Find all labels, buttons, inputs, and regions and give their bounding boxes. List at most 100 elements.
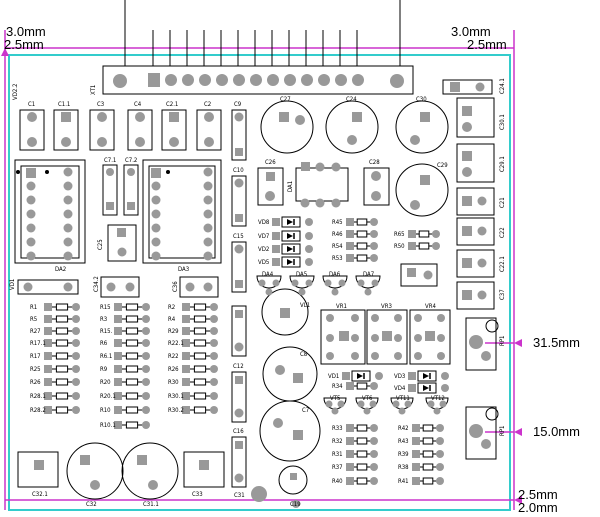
label-c1-1: C1.1 bbox=[58, 101, 70, 108]
resistor-top-2-label: R54 bbox=[332, 243, 343, 250]
resistor-bottom-b-2-label: R39 bbox=[398, 451, 409, 458]
resistor-bottom-a-3: R31 bbox=[332, 450, 378, 458]
resistor-c-2-label: R29 bbox=[168, 328, 179, 335]
label-c30: C30 bbox=[416, 96, 427, 103]
label-vr1: VR1 bbox=[336, 303, 347, 310]
label-c30-1: C30.1 bbox=[499, 114, 506, 130]
resistor-c-4-label: R22 bbox=[168, 353, 179, 360]
dim-top-left-inner: 2.5mm bbox=[4, 37, 44, 52]
label-da7: DA7 bbox=[363, 271, 374, 278]
diode-mid-1-label: VD3 bbox=[394, 373, 405, 380]
resistor-a-8: R28.2 bbox=[30, 406, 80, 414]
label-c8: C8 bbox=[300, 351, 308, 358]
dimension-lines bbox=[4, 30, 515, 510]
label-c31: C32 bbox=[86, 501, 97, 508]
label-c28: C28 bbox=[369, 159, 380, 166]
resistor-a-4: R17 bbox=[30, 352, 80, 360]
resistor-b-5: R9 bbox=[100, 365, 150, 373]
resistor-top-1-label: R46 bbox=[332, 231, 343, 238]
resistor-top-0: R45 bbox=[332, 218, 378, 226]
resistor-top-1: R46 bbox=[332, 230, 378, 238]
resistor-a-0-label: R1 bbox=[30, 304, 37, 311]
resistor-a-1: R5 bbox=[30, 315, 80, 323]
top-caps bbox=[19, 109, 222, 151]
resistor-top-0-label: R45 bbox=[332, 219, 343, 226]
resistor-bottom-b-4-label: R41 bbox=[398, 478, 409, 485]
resistor-a-8-label: R28.2 bbox=[30, 407, 46, 414]
label-c21: C21 bbox=[499, 197, 506, 208]
resistor-b-7-label: R20.1 bbox=[100, 393, 116, 400]
resistor-b-0: R15 bbox=[100, 303, 150, 311]
label-c22-1: C22.1 bbox=[499, 256, 506, 272]
resistor-bottom-a-0-label: R34 bbox=[332, 383, 343, 390]
label-vt11: VT11 bbox=[396, 395, 410, 402]
label-c32: C31.1 bbox=[143, 501, 159, 508]
resistor-a-2-label: R27 bbox=[30, 328, 41, 335]
diode-mid-0-label: VD1 bbox=[328, 373, 339, 380]
label-c12: C16 bbox=[233, 428, 244, 435]
label-c25: C25 bbox=[97, 239, 104, 250]
resistor-bottom-b-3-label: R38 bbox=[398, 464, 409, 471]
diode-top-1-label: VD7 bbox=[258, 233, 269, 240]
label-da2: DA2 bbox=[55, 266, 66, 273]
diode-mid-2-label: VD4 bbox=[394, 385, 406, 392]
dim-bottom-lower: 2.0mm bbox=[518, 500, 558, 515]
resistor-c-1-label: R4 bbox=[168, 316, 176, 323]
resistor-bottom-a-1-label: R33 bbox=[332, 425, 343, 432]
resistor-bottom-b-4: R41 bbox=[398, 477, 444, 485]
resistor-b-8: R10 bbox=[100, 406, 150, 414]
resistor-b-7: R20.1 bbox=[100, 392, 150, 400]
diode-mid-1: VD3 bbox=[394, 370, 449, 382]
resistor-top-3-label: R53 bbox=[332, 255, 343, 262]
resistor-c-0: R2 bbox=[168, 303, 218, 311]
dim-top-left-outer: 3.0mm bbox=[6, 24, 46, 39]
label-c2: C2 bbox=[204, 101, 211, 108]
resistor-bottom-a-5-label: R40 bbox=[332, 478, 343, 485]
resistor-c-7-label: R30.1 bbox=[168, 393, 184, 400]
resistor-b-1-label: R3 bbox=[100, 316, 107, 323]
label-c26: C26 bbox=[265, 159, 276, 166]
resistor-bottom-b-1: R43 bbox=[398, 437, 444, 445]
dim-top-right-outer: 3.0mm bbox=[451, 24, 491, 39]
resistor-a-2: R27 bbox=[30, 327, 80, 335]
label-c16: C31 bbox=[234, 492, 245, 499]
ic-da3 bbox=[142, 159, 222, 264]
label-vd2-2: VD2.2 bbox=[12, 84, 19, 100]
resistor-rows: R1R5R27R17.1R17R25R26R28.1R28.2R15R3R15.… bbox=[30, 218, 444, 485]
resistor-a-6-label: R26 bbox=[30, 379, 41, 386]
resistor-a-0: R1 bbox=[30, 303, 80, 311]
resistor-b-3-label: R6 bbox=[100, 340, 108, 347]
dim-right-lower: 15.0mm bbox=[533, 424, 580, 439]
resistor-bottom-a-4-label: R37 bbox=[332, 464, 343, 471]
resistor-b-8-label: R10 bbox=[100, 407, 111, 414]
resistor-b-5-label: R9 bbox=[100, 366, 108, 373]
resistor-bottom-a-1: R33 bbox=[332, 424, 378, 432]
label-vl1: VL1 bbox=[300, 302, 310, 309]
label-c34-2: C36 bbox=[172, 281, 179, 292]
diode-top-2-label: VD2 bbox=[258, 246, 269, 253]
diode-top-0: VD8 bbox=[258, 216, 313, 228]
label-c29-1: C29.1 bbox=[499, 156, 506, 172]
resistor-c-2: R29 bbox=[168, 327, 218, 335]
resistor-bottom-b-2: R39 bbox=[398, 450, 444, 458]
resistor-top-5: R50 bbox=[394, 242, 440, 250]
resistor-b-2: R15. bbox=[100, 327, 150, 335]
label-c37: C37 bbox=[499, 289, 506, 300]
resistor-c-5-label: R26 bbox=[168, 366, 179, 373]
label-c31-1: C32.1 bbox=[32, 491, 48, 498]
resistor-top-5-label: R50 bbox=[394, 243, 405, 250]
resistor-c-0-label: R2 bbox=[168, 304, 175, 311]
label-vd1-left: VD1 bbox=[9, 279, 16, 290]
dim-bottom-upper: 2.5mm bbox=[518, 487, 558, 502]
diode-top-0-label: VD8 bbox=[258, 219, 270, 226]
label-vr3: VR3 bbox=[381, 303, 392, 310]
label-c27: C27 bbox=[280, 96, 291, 103]
label-da1: DA1 bbox=[287, 181, 294, 192]
resistor-top-2: R54 bbox=[332, 242, 378, 250]
resistor-b-0-label: R15 bbox=[100, 304, 111, 311]
label-c22: C22 bbox=[499, 227, 506, 238]
label-c32-1: C33 bbox=[192, 491, 203, 498]
resistor-c-1: R4 bbox=[168, 315, 218, 323]
